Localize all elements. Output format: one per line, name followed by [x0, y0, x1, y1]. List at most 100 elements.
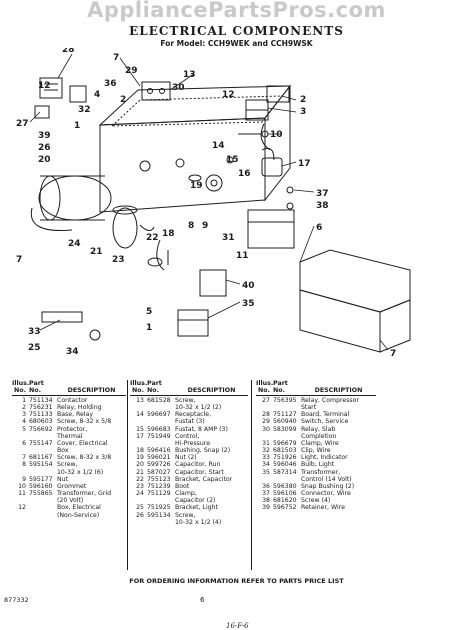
- fustat: [205, 174, 223, 192]
- callout-4: 4: [94, 90, 100, 100]
- illus-no-cell: 11: [18, 490, 26, 498]
- part-no-cell: [147, 440, 175, 447]
- table-row: Control (14 Volt): [256, 476, 376, 483]
- callout-10: 10: [270, 130, 283, 140]
- callout-21: 21: [90, 247, 103, 257]
- callout-22: 22: [146, 233, 159, 243]
- callout-7: 7: [113, 53, 119, 63]
- part-no-cell: 755123: [147, 475, 171, 483]
- description-cell: Capacitor (2): [175, 497, 216, 505]
- illus-no-cell: 30: [262, 425, 270, 433]
- table-row: Capacitor (2): [130, 497, 248, 504]
- part-no-cell: 595177: [29, 475, 53, 483]
- grid-transformer: [247, 209, 295, 249]
- table-header: Illus. No. Part No. DESCRIPTION: [12, 380, 126, 396]
- control-transformer: [199, 269, 227, 297]
- description-cell: Capacitor, Start: [175, 468, 224, 476]
- diagram-callouts: 28 7 29 13 30 36 4 2 12 32 1 27 12 2 3 1…: [16, 48, 396, 359]
- hi-pressure-control: [261, 157, 283, 177]
- illus-no-cell: 19: [136, 454, 144, 462]
- holding-relay: [141, 81, 171, 101]
- description-cell: Capacitor, Run: [175, 461, 221, 469]
- illus-no-cell: [12, 433, 29, 440]
- header-description: DESCRIPTION: [67, 387, 116, 394]
- electrical-box-cover: [299, 249, 411, 313]
- part-no-cell: 751926: [273, 454, 297, 462]
- part-no-cell: 756692: [29, 425, 53, 433]
- description-cell: Transformer, Grid: [57, 490, 112, 498]
- column-divider: [127, 380, 128, 570]
- part-no-cell: [273, 404, 301, 411]
- illus-no-cell: 32: [262, 447, 270, 455]
- illus-no-cell: [130, 404, 147, 411]
- description-cell: Nut (2): [175, 454, 197, 462]
- callout-7-bottom: 7: [390, 349, 396, 359]
- part-no-cell: 755147: [29, 439, 53, 447]
- description-cell: Completion: [301, 432, 337, 440]
- description-cell: Box: [57, 447, 69, 455]
- callout-36: 36: [104, 79, 117, 89]
- illus-no-cell: 15: [136, 425, 144, 433]
- illus-no-cell: 10: [18, 482, 26, 490]
- part-no-cell: 751129: [147, 490, 171, 498]
- callout-11: 11: [236, 251, 249, 261]
- part-no-cell: 681167: [29, 454, 53, 462]
- part-no-cell: 756395: [273, 397, 297, 404]
- table-row: Start: [256, 404, 376, 411]
- description-cell: Transformer,: [301, 468, 341, 476]
- callout-15: 15: [226, 155, 239, 165]
- callout-32: 32: [78, 105, 91, 115]
- illus-no-cell: 4: [22, 418, 26, 426]
- part-no-cell: 680603: [29, 418, 53, 426]
- part-no-cell: 751239: [147, 482, 171, 490]
- table-row: (20 Volt): [12, 497, 126, 504]
- header-illus-no: Illus. No.: [256, 380, 274, 394]
- callout-29: 29: [125, 66, 138, 76]
- callout-19: 19: [190, 181, 203, 191]
- illus-no-cell: 5: [22, 425, 26, 433]
- exploded-parts-diagram: 28 7 29 13 30 36 4 2 12 32 1 27 12 2 3 1…: [16, 48, 411, 359]
- description-cell: Screw,: [57, 461, 78, 469]
- callout-2-right: 2: [300, 95, 306, 105]
- part-no-cell: 596106: [273, 490, 297, 498]
- table-row: (Non-Service): [12, 512, 126, 519]
- illus-no-cell: [256, 404, 273, 411]
- description-cell: Protector,: [57, 425, 88, 433]
- callout-33: 33: [28, 327, 41, 337]
- description-cell: Receptacle,: [175, 411, 212, 419]
- illus-no-cell: 1: [22, 397, 26, 404]
- table-row: Thermal: [12, 433, 126, 440]
- part-no-cell: 755865: [29, 490, 53, 498]
- capacitor-clamp: [30, 207, 73, 232]
- illus-no-cell: 34: [262, 461, 270, 469]
- description-cell: Connector, Wire: [301, 490, 351, 498]
- description-cell: Snap Bushing (2): [301, 482, 355, 490]
- column-divider: [251, 380, 252, 570]
- illus-no-cell: [12, 512, 29, 519]
- part-no-cell: 681620: [273, 497, 297, 505]
- callout-16: 16: [238, 169, 251, 179]
- illus-no-cell: 21: [136, 468, 144, 476]
- part-no-cell: 751127: [273, 411, 297, 419]
- description-cell: Board, Terminal: [301, 411, 350, 419]
- illus-no-cell: 26: [136, 511, 144, 519]
- part-no-cell: [29, 504, 57, 511]
- description-cell: Screw (4): [301, 497, 331, 505]
- description-cell: Relay, Slab: [301, 425, 336, 433]
- indicator-light: [89, 329, 101, 341]
